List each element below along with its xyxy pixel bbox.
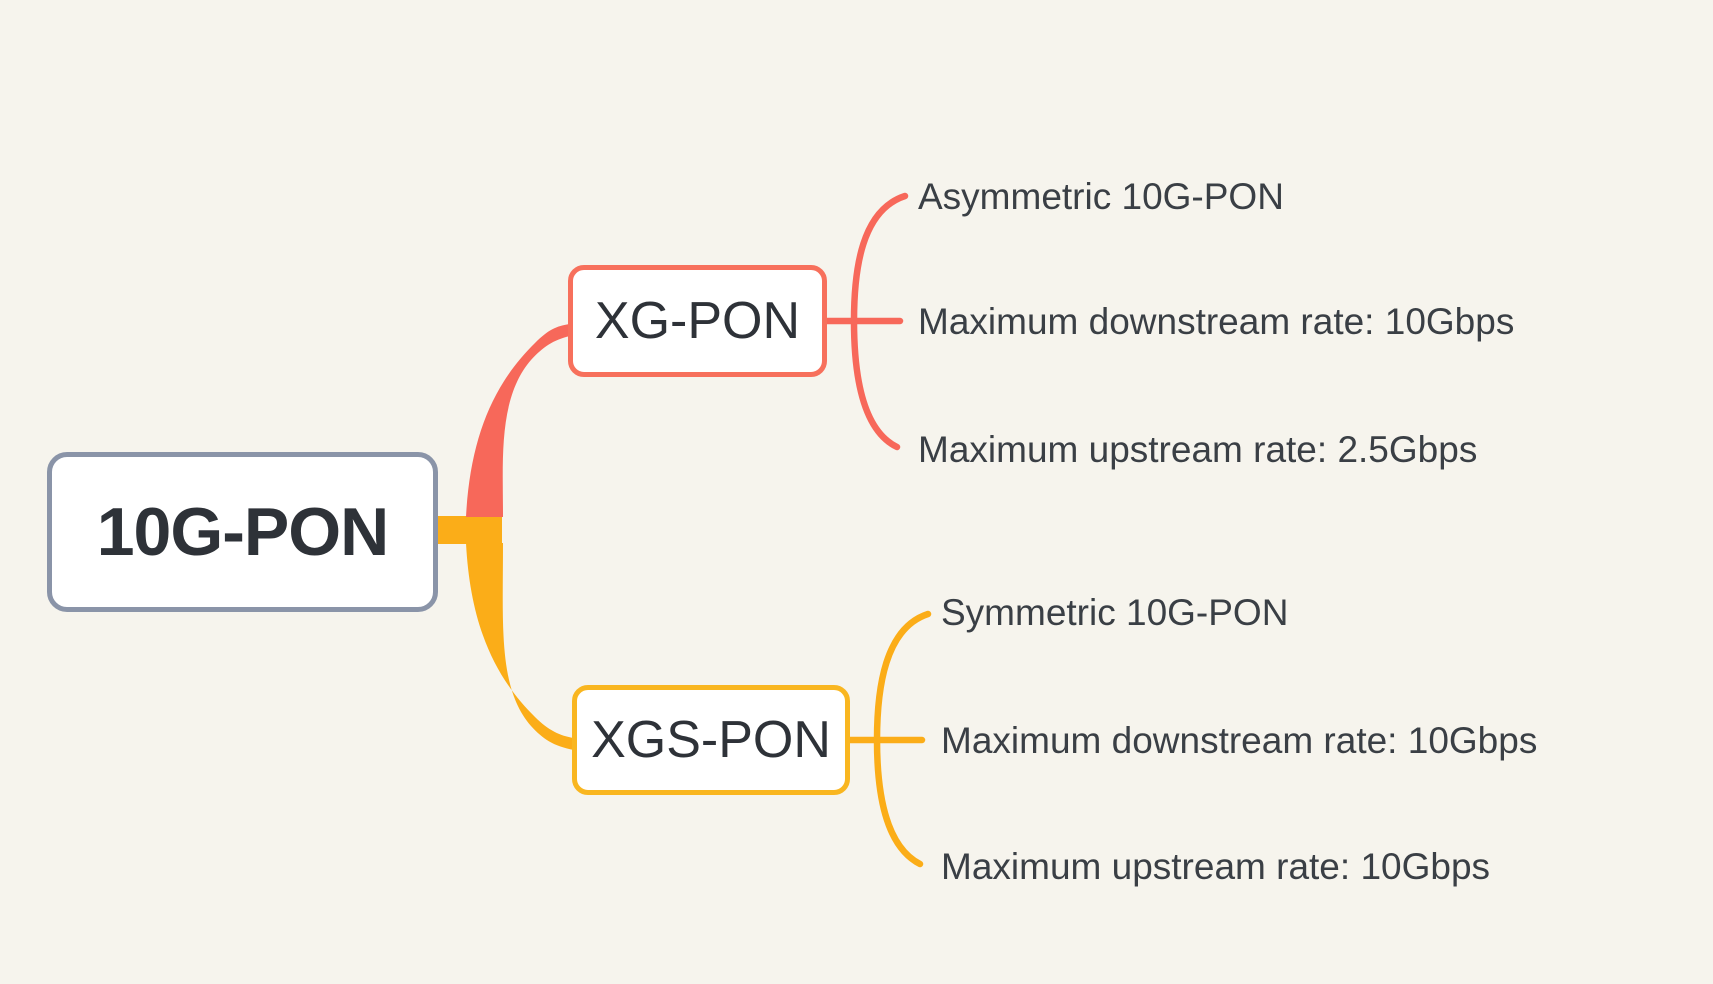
branch-topic-label: XGS-PON xyxy=(591,711,831,769)
branch-topic-label: XG-PON xyxy=(594,292,801,350)
root-topic-10g-pon[interactable]: 10G-PON xyxy=(47,452,438,612)
branch-curve-xgs xyxy=(466,543,574,750)
leaf-topic-xg-upstream[interactable]: Maximum upstream rate: 2.5Gbps xyxy=(918,428,1478,470)
leaf-topic-symmetric[interactable]: Symmetric 10G-PON xyxy=(941,591,1289,633)
leaf-topic-xg-downstream[interactable]: Maximum downstream rate: 10Gbps xyxy=(918,300,1515,342)
leaf-topic-asymmetric[interactable]: Asymmetric 10G-PON xyxy=(918,175,1284,217)
leaf-topic-xgs-downstream[interactable]: Maximum downstream rate: 10Gbps xyxy=(941,719,1538,761)
root-branch-stub xyxy=(438,516,502,544)
xg-leaf-trunk-connector xyxy=(850,192,909,451)
xgs-leaf-trunk-connector xyxy=(873,610,932,868)
root-topic-label: 10G-PON xyxy=(96,494,390,570)
branch-curve-xg xyxy=(466,324,570,517)
branch-topic-xg-pon[interactable]: XG-PON xyxy=(568,265,827,377)
branch-topic-xgs-pon[interactable]: XGS-PON xyxy=(572,685,850,795)
leaf-topic-xgs-upstream[interactable]: Maximum upstream rate: 10Gbps xyxy=(941,845,1491,887)
